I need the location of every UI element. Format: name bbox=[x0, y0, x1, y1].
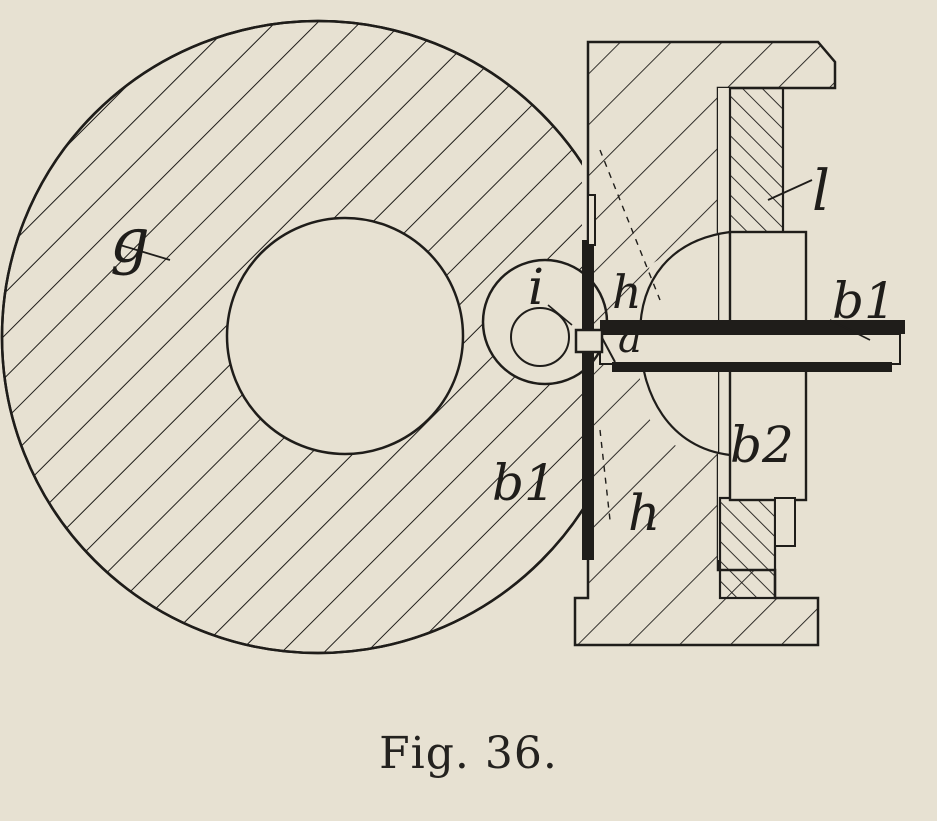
label-b1-plate: b1 bbox=[492, 454, 556, 512]
rod-b1 bbox=[599, 320, 905, 372]
label-h-bottom: h bbox=[628, 484, 660, 542]
label-b1-rod: b1 bbox=[832, 272, 896, 330]
ring-boss-hole bbox=[510, 307, 570, 367]
plate-b1 bbox=[582, 240, 594, 560]
figure-caption: Fig. 36. bbox=[379, 728, 558, 779]
label-l: l bbox=[812, 159, 830, 224]
label-g: g bbox=[110, 204, 150, 277]
plunger-step bbox=[774, 497, 796, 547]
leader-b1-rod bbox=[829, 319, 871, 341]
dashed-line bbox=[599, 429, 611, 521]
label-b2: b2 bbox=[730, 416, 794, 474]
sleeve-l-top bbox=[728, 86, 785, 236]
central-bore bbox=[225, 216, 465, 456]
leader-i bbox=[547, 304, 573, 326]
sleeve-l-bottom bbox=[718, 496, 777, 600]
leader-g bbox=[119, 244, 171, 261]
dashed-line bbox=[599, 149, 661, 301]
leader-l bbox=[767, 179, 813, 201]
label-a: a bbox=[618, 316, 642, 362]
label-h-top: h bbox=[612, 265, 642, 319]
label-i: i bbox=[528, 258, 544, 316]
pivot-pin bbox=[574, 328, 604, 354]
plate-b1-upper bbox=[587, 194, 596, 246]
